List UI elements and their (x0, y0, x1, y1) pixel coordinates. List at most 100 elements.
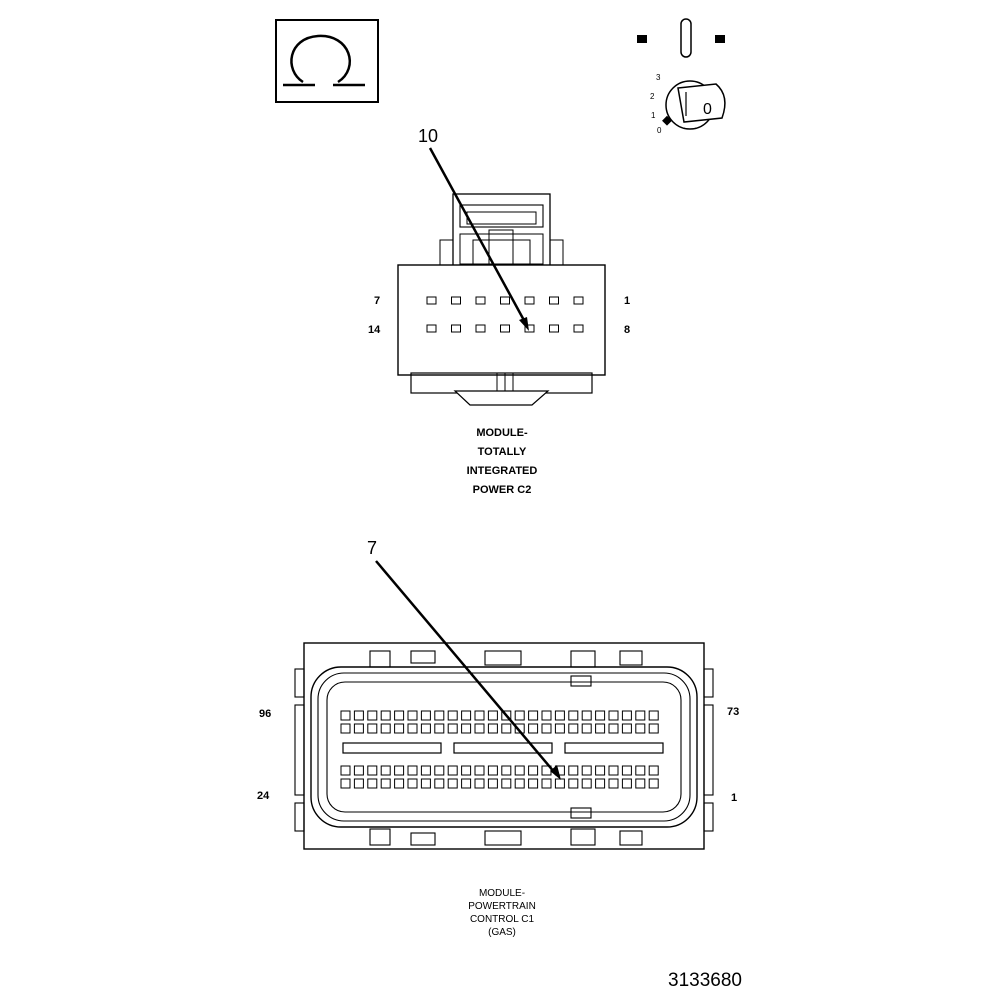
c1-pin-cavity (367, 710, 378, 721)
c1-pin-cavity (447, 710, 458, 721)
c1-pin-cavity (353, 765, 364, 776)
c1-pin-cavity (461, 778, 472, 789)
c1-pin-cavity (367, 778, 378, 789)
c1-pin-cavity (514, 778, 525, 789)
c2-pin-label-8: 8 (624, 324, 630, 336)
c1-pin-cavity (447, 723, 458, 734)
c1-pin-cavity (461, 765, 472, 776)
c1-pin-cavity (635, 710, 646, 721)
c1-pin-cavity (621, 765, 632, 776)
c1-pin-cavity (554, 778, 565, 789)
c1-pin-cavity (380, 778, 391, 789)
c1-pin-cavity (621, 778, 632, 789)
c1-pin-cavity (635, 778, 646, 789)
c2-pin-cavity (524, 296, 535, 305)
ignition-key-label: 0 (703, 101, 712, 118)
c1-pin-cavity (568, 723, 579, 734)
c1-pin-cavity (487, 723, 498, 734)
c1-pin-cavity (487, 765, 498, 776)
c1-pin-cavity (541, 710, 552, 721)
callout-c2: 10 (418, 126, 529, 331)
c1-pin-cavity (608, 723, 619, 734)
c1-pin-cavity (608, 765, 619, 776)
ignition-key-icon: 0 3 2 1 0 (637, 18, 726, 135)
c1-pin-cavity (353, 723, 364, 734)
c1-pin-cavity (434, 765, 445, 776)
c1-pin-cavity (461, 723, 472, 734)
c1-pin-cavity (353, 710, 364, 721)
c1-pin-cavity (501, 778, 512, 789)
c1-pin-cavity (407, 765, 418, 776)
c1-pin-label-73: 73 (727, 706, 739, 718)
c1-pin-cavity (608, 710, 619, 721)
c1-pin-cavity (487, 778, 498, 789)
c1-pin-cavity (621, 710, 632, 721)
c1-pin-cavity (420, 710, 431, 721)
ignition-position-0: 0 (657, 126, 662, 135)
c1-pin-cavity (648, 778, 659, 789)
c1-pin-label-96: 96 (259, 708, 271, 720)
c1-pin-cavity (474, 765, 485, 776)
c1-pin-cavity (568, 765, 579, 776)
c1-pin-cavity (420, 765, 431, 776)
callout-c1: 7 (367, 538, 561, 780)
c1-pin-cavity (608, 778, 619, 789)
c1-pin-cavity (568, 710, 579, 721)
c1-pin-cavity (380, 765, 391, 776)
c1-pin-cavity (501, 723, 512, 734)
c2-connector-title: MODULE- TOTALLY INTEGRATED POWER C2 (466, 427, 538, 496)
ignition-position-3: 3 (656, 73, 661, 82)
c2-pin-cavity (500, 296, 510, 305)
c1-pin-cavity (648, 765, 659, 776)
c1-pin-cavity (581, 710, 592, 721)
c1-pin-cavity (635, 765, 646, 776)
c2-pin-cavity (549, 296, 559, 305)
c1-pin-cavity (447, 765, 458, 776)
c1-pin-cavity (461, 710, 472, 721)
c2-pin-cavities (426, 296, 584, 333)
ignition-position-1: 1 (651, 111, 656, 120)
c2-pin-cavity (524, 324, 535, 333)
c2-pin-cavity (426, 324, 437, 333)
c1-pin-cavity (581, 778, 592, 789)
c1-pin-cavity (514, 710, 525, 721)
c2-pin-cavity (475, 324, 486, 333)
c1-pin-cavity (394, 778, 405, 789)
c1-pin-cavity (340, 710, 351, 721)
c2-pin-cavity (426, 296, 437, 305)
c2-pin-cavity (573, 324, 584, 333)
c1-pin-cavity (394, 710, 405, 721)
c1-pin-cavity (340, 765, 351, 776)
c1-pin-cavity (353, 778, 364, 789)
c1-pin-cavity (595, 723, 606, 734)
omega-resistance-icon (275, 19, 379, 103)
c1-pin-label-1: 1 (731, 792, 737, 804)
c1-pin-label-24: 24 (257, 790, 270, 802)
c1-pin-cavity (407, 710, 418, 721)
c1-pin-cavity (380, 723, 391, 734)
c1-pin-cavity (528, 765, 539, 776)
c1-pin-cavity (528, 710, 539, 721)
c2-pin-cavity (475, 296, 486, 305)
c1-pin-cavity (420, 778, 431, 789)
c1-pin-cavity (541, 778, 552, 789)
c1-pin-cavity (367, 765, 378, 776)
c1-pin-cavity (434, 710, 445, 721)
callout-label-7: 7 (367, 538, 377, 558)
c2-pin-cavity (451, 296, 461, 305)
c1-pin-cavity (487, 710, 498, 721)
c1-pin-cavity (394, 723, 405, 734)
c1-pin-cavity (541, 723, 552, 734)
c1-pin-cavity (474, 723, 485, 734)
c1-pin-cavity (595, 765, 606, 776)
c1-pin-cavity (514, 765, 525, 776)
c1-pin-cavity (595, 710, 606, 721)
c1-pin-cavity (394, 765, 405, 776)
callout-label-10: 10 (418, 126, 438, 146)
c1-pin-cavity (554, 723, 565, 734)
c2-pin-cavity (500, 324, 510, 333)
c1-pin-cavity (407, 723, 418, 734)
c1-pin-cavity (474, 778, 485, 789)
c2-pin-cavity (549, 324, 559, 333)
